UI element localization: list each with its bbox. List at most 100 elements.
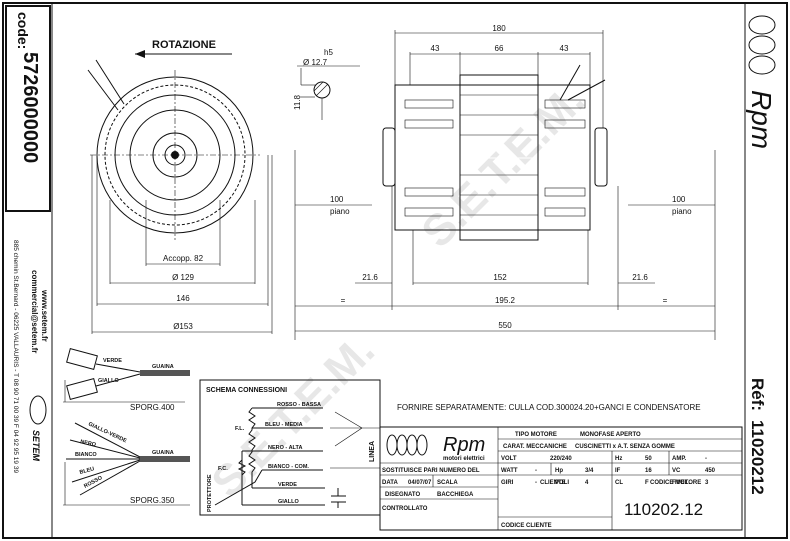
dim-180: 180 — [492, 24, 506, 33]
title-logo-text: Rpm — [443, 434, 485, 456]
cl-label: CL — [615, 480, 623, 486]
right-bearing-cap — [594, 127, 608, 187]
code-box: code: 5726000000 — [5, 5, 51, 212]
vc-label: VC — [672, 468, 681, 474]
hz-label: Hz — [615, 456, 622, 462]
sheath-top-label: GUAINA — [152, 364, 174, 370]
left-bearing-cap — [382, 127, 396, 187]
codice-motore-value: 110202.12 — [624, 500, 703, 519]
schema-linea: LINEA — [369, 441, 376, 462]
disegnato-value: BACCHIEGA — [437, 492, 474, 498]
dim-left-piano-label: piano — [330, 207, 350, 216]
dim-left-piano: 100 — [330, 195, 344, 204]
website-link[interactable]: www.setem.fr — [40, 289, 49, 342]
dim-146: 146 — [176, 294, 190, 303]
schema-title: SCHEMA CONNESSIONI — [206, 387, 287, 394]
sheath-bottom-label: GUAINA — [152, 450, 174, 456]
amp-label: AMP. — [672, 456, 687, 462]
shaft-detail: h5 Ø 12.7 11.8 — [293, 48, 360, 120]
stator-core — [459, 74, 539, 241]
schema-giallo: GIALLO — [278, 499, 299, 505]
watermark: S.E.T.E.M. S.E.T.E.M. — [202, 75, 594, 507]
data-label: DATA — [382, 480, 398, 486]
code-label: code: — [15, 12, 31, 49]
dim-right-piano: 100 — [672, 195, 686, 204]
sheath-bottom — [140, 456, 190, 462]
length-bottom-label: SPORG.350 — [130, 496, 175, 505]
hp-value: 3/4 — [585, 468, 594, 474]
dim-195-2: 195.2 — [495, 296, 516, 305]
length-top-label: SPORG.400 — [130, 403, 175, 412]
ref-value: 11020212 — [748, 420, 767, 495]
dim-right-43: 43 — [560, 44, 569, 53]
dim-550: 550 — [498, 321, 512, 330]
dim-152: 152 — [493, 273, 507, 282]
codice-motore-label: CODICE MOTORE — [650, 480, 701, 486]
hz-value: 50 — [645, 456, 652, 462]
wire-verde-label: VERDE — [103, 358, 122, 364]
dim-accopp: Accopp. 82 — [163, 254, 204, 263]
schema-nero: NERO - ALTA — [268, 445, 302, 451]
sheath-top — [140, 370, 190, 376]
company-info: www.setem.fr commercial@setem.fr 885 che… — [12, 240, 49, 473]
schema-fc: F.C. — [218, 466, 228, 472]
code-value: 5726000000 — [19, 52, 41, 163]
email-link[interactable]: commercial@setem.fr — [30, 270, 39, 353]
dim-right-21-6: 21.6 — [632, 273, 648, 282]
schema-verde: VERDE — [278, 482, 297, 488]
wire-bianco-label: BIANCO — [75, 452, 97, 458]
shaft-diameter: Ø 12.7 — [303, 58, 328, 67]
vc-value: 450 — [705, 468, 716, 474]
shaft-tolerance: h5 — [324, 48, 333, 57]
code-box-border — [5, 5, 51, 212]
fvel-value: 3 — [705, 480, 709, 486]
tipo-motore-label: TIPO MOTORE — [515, 432, 557, 438]
schema-rosso: ROSSO - BASSA — [277, 402, 321, 408]
if-value: 16 — [645, 468, 652, 474]
dim-66: 66 — [495, 44, 504, 53]
rpm-logo: Rpm — [746, 15, 777, 149]
watt-value: - — [535, 468, 537, 474]
front-view: ROTAZIONE Accopp. 82 Ø 129 146 Ø153 — [87, 39, 273, 334]
cable-outlet-icon — [559, 64, 606, 101]
coil-logo-icon — [748, 15, 776, 75]
dim-d153: Ø153 — [173, 322, 193, 331]
schema-fl: F.L. — [235, 426, 245, 432]
controllato-label: CONTROLLATO — [382, 506, 428, 512]
ref-label: Réf: — [748, 378, 767, 411]
rpm-title-logo: Rpm motori elettrici — [386, 434, 485, 462]
cable-entry-icon — [87, 59, 125, 111]
giri-value: - — [535, 480, 537, 486]
wire-diagram-top: VERDE GIALLO GUAINA SPORG.400 — [63, 348, 190, 412]
carat-label: CARAT. MECCANICHE — [503, 444, 567, 450]
setem-brand: SETEM — [31, 430, 41, 462]
dim-left-21-6: 21.6 — [362, 273, 378, 282]
cliente-label: CLIENTE — [540, 480, 566, 486]
giri-label: GIRI — [501, 480, 514, 486]
shaft-flat: 11.8 — [293, 94, 302, 110]
wire-diagram-bottom: GIALLO-VERDE NERO BIANCO BLEU ROSSO GUAI… — [63, 421, 190, 506]
poli-value: 4 — [585, 480, 589, 486]
codice-cliente-label: CODICE CLIENTE — [501, 523, 552, 529]
data-value: 04/07/07 — [408, 480, 432, 486]
sostituisce-label: SOSTITUISCE PARI NUMERO DEL — [382, 468, 480, 474]
rpm-logo-text: Rpm — [746, 90, 777, 149]
if-label: IF — [615, 468, 621, 474]
title-block: Rpm motori elettrici TIPO MOTORE MONOFAS… — [379, 426, 743, 531]
fvel-label: F.VEL. — [672, 480, 690, 486]
side-view: 180 43 66 43 100 piano 100 piano 152 21.… — [294, 24, 716, 340]
cl-value: F — [645, 480, 649, 486]
address-text: 885 chemin St.Bernard - 06225 VALLAURIS … — [12, 240, 19, 473]
volt-label: VOLT — [501, 456, 517, 462]
capacitor-icon — [331, 488, 346, 508]
supply-note: FORNIRE SEPARATAMENTE: CULLA COD.300024.… — [397, 403, 701, 412]
volt-value: 220/240 — [550, 456, 572, 462]
wire-bleu-label: BLEU — [79, 466, 95, 476]
hp-label: Hp — [555, 468, 563, 474]
wire-giallo-label: GIALLO — [98, 378, 119, 384]
wire-nero-label: NERO — [80, 439, 97, 448]
rotation-label: ROTAZIONE — [152, 39, 216, 51]
dim-d129: Ø 129 — [172, 273, 194, 282]
setem-logo-icon — [29, 395, 47, 425]
